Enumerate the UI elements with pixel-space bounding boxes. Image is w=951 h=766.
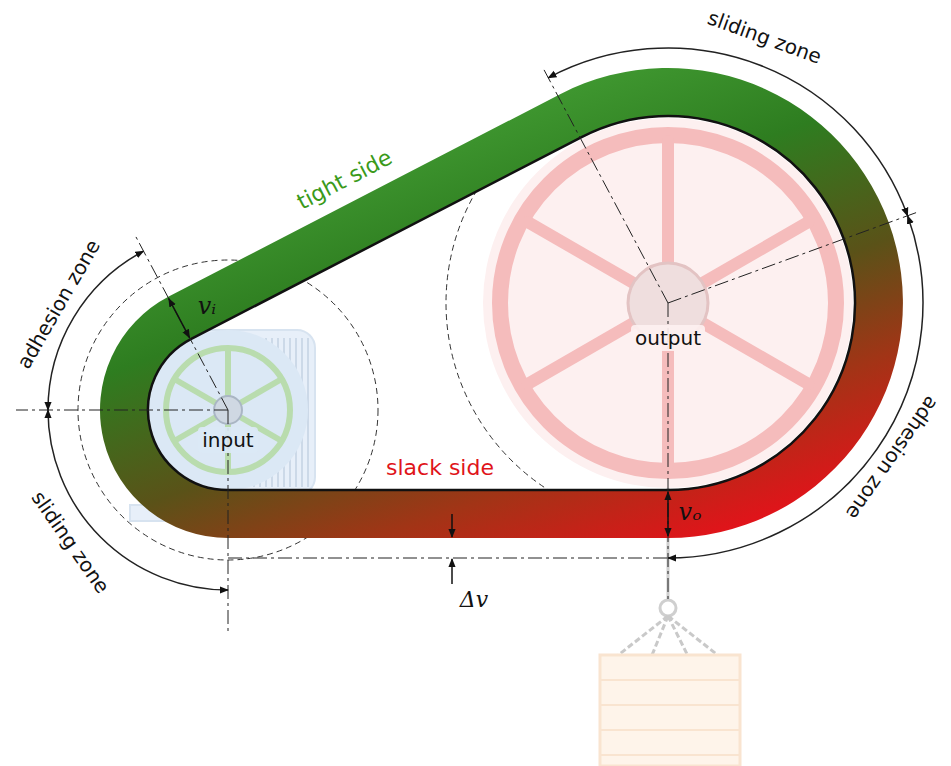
- dimension-lines: [16, 48, 923, 635]
- crate-plank: [600, 704, 740, 706]
- input-pulley-node: input: [148, 330, 308, 490]
- hook: [660, 600, 676, 616]
- output-pulley-spoke: [528, 322, 635, 384]
- output-pulley-spoke: [528, 222, 635, 284]
- output-pulley-spoke: [701, 322, 808, 384]
- output-pulley-spoke: [662, 141, 674, 265]
- zone-label: sliding zone: [27, 486, 115, 597]
- pulley-label: output: [631, 325, 705, 351]
- belt-side-label: slack side: [386, 455, 494, 481]
- dimension-label: Δv: [460, 587, 488, 613]
- zone-arc-arrow: [548, 48, 907, 216]
- pulley-label: input: [198, 427, 257, 453]
- reference-line: [228, 558, 668, 559]
- output-pulley-spoke: [701, 222, 808, 284]
- thickness-arrow: [169, 299, 190, 338]
- zone-arc-arrow: [668, 216, 923, 558]
- crate: [600, 655, 740, 766]
- zone-boundary-line: [542, 66, 668, 303]
- crate-plank: [600, 754, 740, 756]
- belt: [100, 68, 903, 538]
- zone-label: sliding zone: [705, 5, 825, 68]
- crate-plank: [600, 679, 740, 681]
- dimension-arrow: [451, 514, 453, 537]
- zone-boundary-line: [668, 211, 920, 303]
- belt-body: [100, 68, 903, 538]
- belt-inner-edge: [148, 116, 855, 490]
- dimension-arrow: [451, 559, 453, 584]
- velocity-symbol: vₒ: [679, 498, 702, 527]
- chain: [612, 616, 724, 660]
- output-pulley-node: output: [548, 183, 788, 423]
- velocity-symbol: vᵢ: [198, 292, 216, 321]
- crate-plank: [600, 729, 740, 731]
- zone-boundary-line: [134, 233, 228, 410]
- thickness-arrow: [667, 492, 669, 536]
